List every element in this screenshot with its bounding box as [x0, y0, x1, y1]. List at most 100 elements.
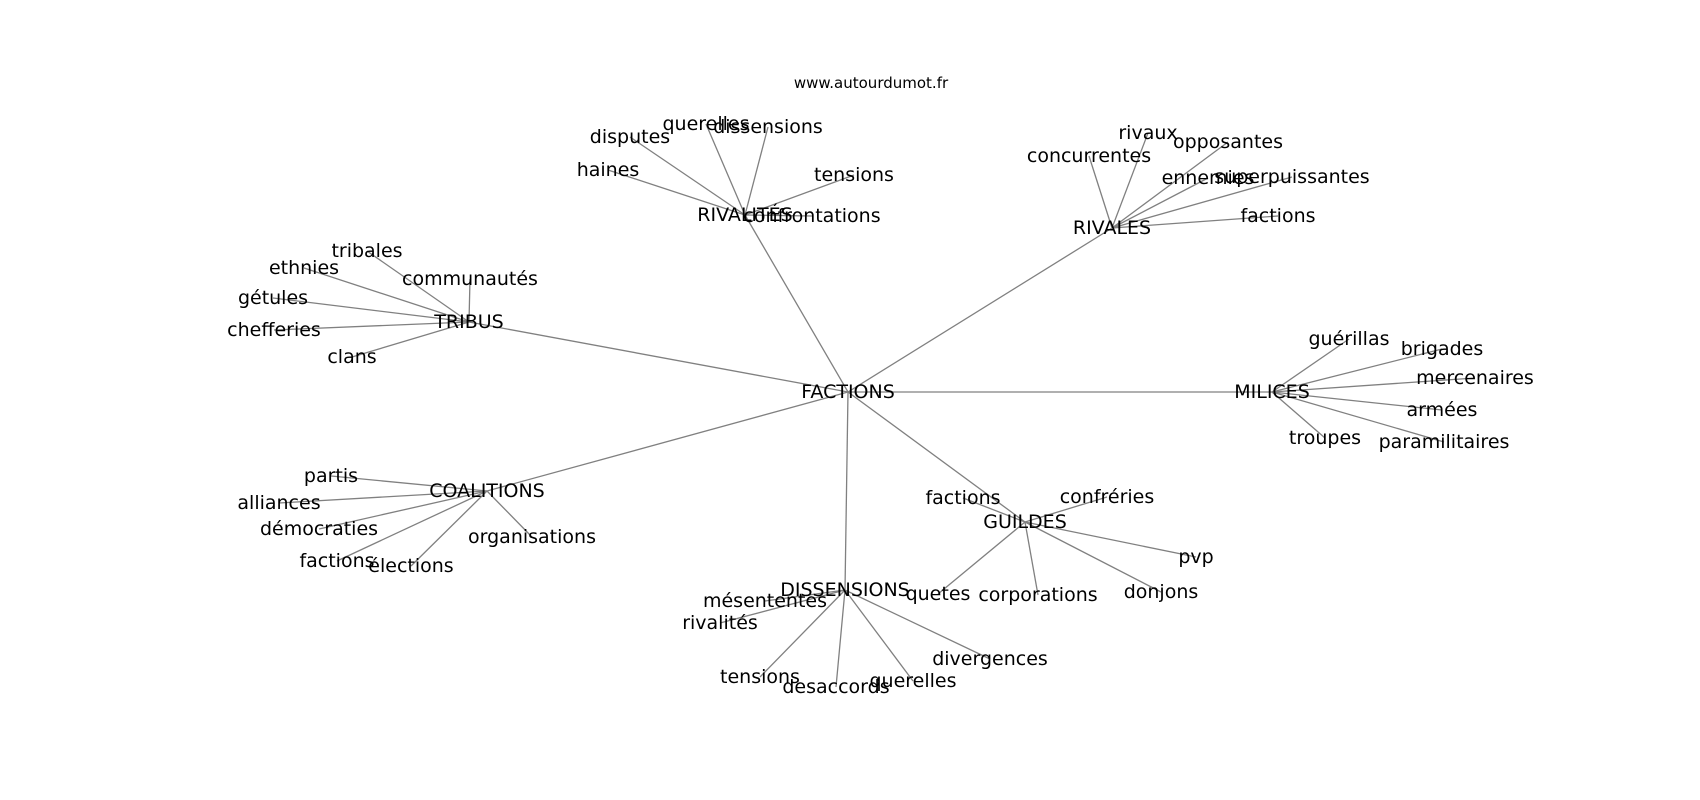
- leaf-node: organisations: [468, 526, 596, 548]
- site-title: www.autourdumot.fr: [794, 74, 949, 92]
- edge-hub-to-word: [273, 321, 470, 331]
- edge-hub-to-word: [719, 589, 846, 624]
- edge-hub-to-word: [1111, 176, 1293, 229]
- edge-hub-to-word: [468, 278, 471, 323]
- edge-hub-to-word: [629, 136, 746, 216]
- leaf-node: factions: [925, 487, 1000, 509]
- leaf-node: armées: [1407, 399, 1478, 421]
- hub-node: TRIBUS: [433, 311, 503, 333]
- edge-hub-to-word: [1024, 521, 1039, 596]
- edge-hub-to-word: [330, 475, 488, 492]
- leaf-node: confréries: [1060, 486, 1155, 508]
- edge-hub-to-word: [486, 490, 533, 538]
- leaf-node: querelles: [662, 113, 749, 135]
- leaf-node: tensions: [814, 164, 894, 186]
- leaf-node: divergences: [932, 648, 1048, 670]
- leaf-node: communautés: [402, 268, 538, 290]
- edge-hub-to-word: [1111, 177, 1209, 229]
- edge-hub-to-word: [272, 297, 470, 323]
- leaf-node: ennemies: [1162, 167, 1255, 189]
- edge-hub-to-word: [1088, 155, 1113, 229]
- edge-hub-to-word: [351, 321, 470, 358]
- edge-hub-to-word: [1024, 521, 1162, 593]
- leaf-node: factions: [1240, 205, 1315, 227]
- edge-hub-to-word: [844, 589, 991, 660]
- hub-node: COALITIONS: [429, 480, 545, 502]
- edge-hub-to-word: [705, 123, 746, 216]
- leaf-node: gétules: [238, 287, 308, 309]
- leaf-node: partis: [304, 465, 358, 487]
- leaf-node: donjons: [1124, 581, 1199, 603]
- leaf-node: mercenaires: [1416, 367, 1534, 389]
- edge-hub-to-word: [1111, 215, 1279, 229]
- leaf-node: rivalités: [682, 612, 758, 634]
- edge-hub-to-word: [410, 490, 488, 567]
- leaf-node: mésententes: [703, 590, 827, 612]
- edge-hub-to-word: [1271, 391, 1445, 443]
- leaf-node: chefferies: [227, 319, 321, 341]
- edge-hub-to-word: [318, 490, 488, 530]
- edge-hub-to-word: [607, 169, 746, 216]
- leaf-node: superpuissantes: [1214, 166, 1369, 188]
- edge-hub-to-word: [1024, 521, 1197, 558]
- edge-hub-to-word: [1111, 132, 1149, 229]
- edge-hub-to-word: [1271, 377, 1476, 393]
- hub-node: RIVALITÉS: [697, 203, 792, 226]
- leaf-node: opposantes: [1173, 131, 1283, 153]
- center-node: FACTIONS: [801, 381, 895, 403]
- hub-node: DISSENSIONS: [780, 579, 909, 601]
- edge-hub-to-word: [744, 174, 855, 216]
- edge-hub-to-word: [844, 589, 914, 682]
- leaf-node: élections: [368, 555, 453, 577]
- leaf-node: paramilitaires: [1379, 431, 1510, 453]
- edge-hub-to-word: [1271, 391, 1326, 439]
- edge-hub-to-word: [759, 589, 846, 678]
- leaf-node: quetes: [906, 583, 971, 605]
- edge-center-to-hub: [744, 214, 849, 393]
- edge-hub-to-word: [744, 126, 769, 216]
- leaf-node: dissensions: [713, 116, 823, 138]
- leaf-node: desaccords: [782, 676, 889, 698]
- hub-node: MILICES: [1234, 381, 1310, 403]
- leaf-node: guérillas: [1309, 328, 1390, 350]
- edge-hub-to-word: [336, 490, 488, 562]
- edge-hub-to-word: [303, 267, 470, 323]
- leaf-node: rivaux: [1118, 122, 1177, 144]
- edge-hub-to-word: [1271, 338, 1350, 393]
- leaf-node: pvp: [1178, 546, 1213, 568]
- edge-center-to-hub: [468, 321, 849, 393]
- leaf-node: démocraties: [260, 518, 378, 540]
- edge-hub-to-word: [835, 589, 846, 688]
- hub-node: RIVALES: [1073, 217, 1151, 239]
- edge-hub-to-word: [744, 214, 813, 217]
- edge-hub-to-word: [1024, 496, 1108, 523]
- leaf-node: alliances: [237, 492, 320, 514]
- leaf-node: brigades: [1401, 338, 1484, 360]
- leaf-node: troupes: [1289, 427, 1361, 449]
- leaf-node: haines: [577, 159, 640, 181]
- leaf-node: corporations: [978, 584, 1097, 606]
- edge-hub-to-word: [764, 589, 846, 602]
- leaf-node: concurrentes: [1027, 145, 1151, 167]
- edge-center-to-hub: [844, 391, 849, 591]
- graph-edges: [272, 123, 1476, 688]
- leaf-node: ethnies: [269, 257, 339, 279]
- hub-node: GUILDES: [983, 511, 1067, 533]
- edge-center-to-hub: [847, 227, 1113, 393]
- edge-hub-to-word: [962, 497, 1026, 523]
- leaf-node: confrontations: [743, 205, 880, 227]
- leaf-node: tribales: [331, 240, 402, 262]
- edge-hub-to-word: [1271, 348, 1443, 393]
- leaf-node: clans: [327, 346, 376, 368]
- edge-hub-to-word: [1271, 391, 1443, 411]
- leaf-node: querelles: [869, 670, 956, 692]
- leaf-node: tensions: [720, 666, 800, 688]
- edge-hub-to-word: [278, 490, 488, 504]
- edge-center-to-hub: [847, 391, 1026, 523]
- edge-hub-to-word: [1111, 141, 1229, 229]
- graph-labels: FACTIONSRIVALITÉSdisputesquerellesdissen…: [227, 113, 1534, 698]
- leaf-node: disputes: [590, 126, 670, 148]
- edge-hub-to-word: [937, 521, 1026, 595]
- leaf-node: factions: [299, 550, 374, 572]
